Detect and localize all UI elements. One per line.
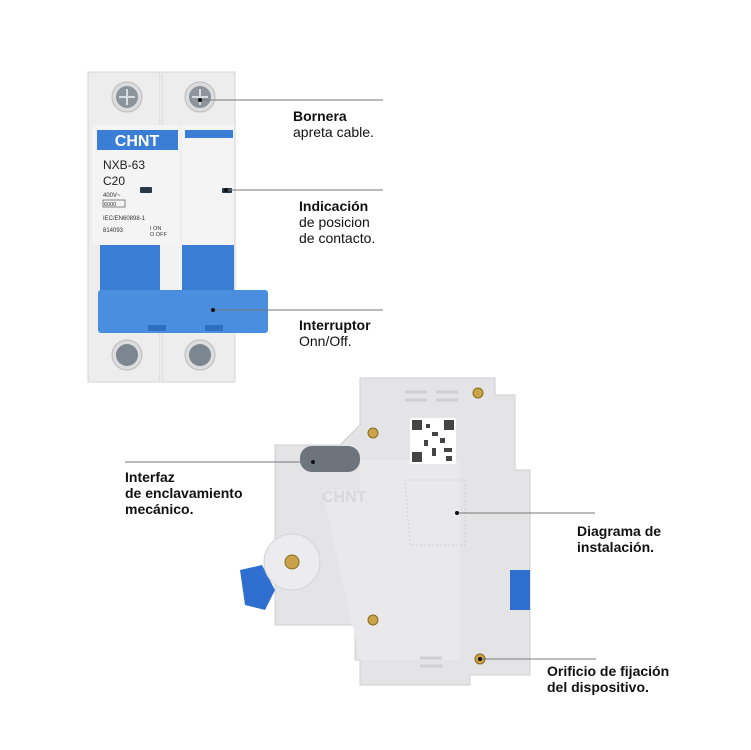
embossed-logo: CHNT <box>322 489 367 506</box>
on-label: I ON <box>150 226 161 232</box>
callout-text: mecánico. <box>125 501 194 517</box>
callout-text: de contacto. <box>299 230 376 246</box>
top-terminal-screw-icon <box>111 81 216 113</box>
callout-text: Onn/Off. <box>299 333 352 349</box>
callout-text: del dispositivo. <box>547 679 649 695</box>
brand-logo: CHNT <box>115 133 160 150</box>
callout-title: Indicación <box>299 198 369 214</box>
code-label: 814093 <box>103 228 124 234</box>
callout-diagram: Diagrama de instalación. <box>577 523 661 555</box>
front-view: CHNT NXB-63 C20 400V~ 6000 IEC/EN60898-1… <box>87 71 268 383</box>
callout-mounting-hole: Orificio de fijación del dispositivo. <box>547 663 669 695</box>
callout-text: de enclavamiento <box>125 485 243 501</box>
toggle-handle[interactable] <box>98 290 268 333</box>
callout-interlock: Interfaz de enclavamiento mecánico. <box>125 469 243 517</box>
callout-switch: Interruptor Onn/Off. <box>299 317 371 349</box>
standard-label: IEC/EN60898-1 <box>103 216 146 222</box>
side-view: CHNT <box>240 377 531 686</box>
callout-text: de posicion <box>299 214 370 230</box>
callout-title: Interfaz <box>125 469 175 485</box>
callout-indicator: Indicación de posicion de contacto. <box>299 198 375 246</box>
model-label: NXB-63 <box>103 158 145 172</box>
callout-text: apreta cable. <box>293 124 374 140</box>
bottom-terminal-screw-icon <box>111 339 216 371</box>
side-toggle <box>240 565 275 610</box>
rating-label: C20 <box>103 174 125 188</box>
callout-terminal: Bornera apreta cable. <box>293 108 374 140</box>
voltage-label: 400V~ <box>103 193 121 199</box>
brand-plate <box>97 130 178 150</box>
callout-title: Interruptor <box>299 317 371 333</box>
callout-title: Orificio de fijación <box>547 663 670 679</box>
callout-title: Diagrama de <box>577 523 662 539</box>
off-label: O OFF <box>150 232 167 238</box>
indicator-window-left <box>140 187 152 193</box>
breaking-label: 6000 <box>104 202 116 208</box>
callout-text: instalación. <box>577 539 655 555</box>
interlock-interface <box>300 446 360 472</box>
callout-dots <box>198 98 482 661</box>
callout-title: Bornera <box>293 108 347 124</box>
callout-lines <box>125 99 596 660</box>
